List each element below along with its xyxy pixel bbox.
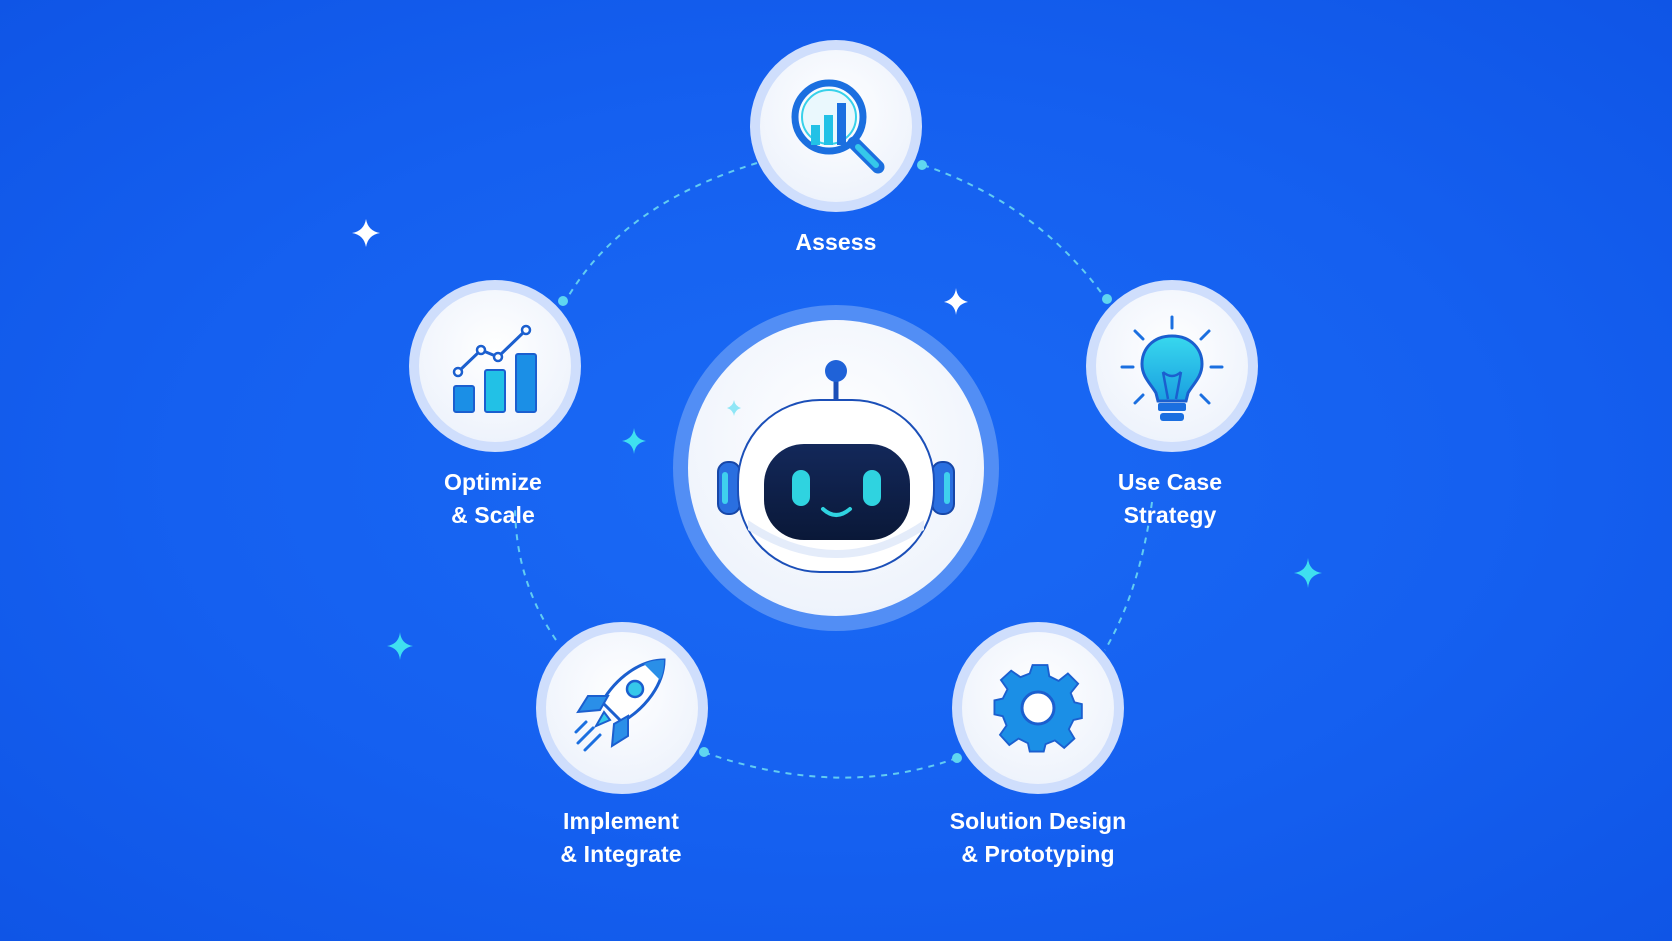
node-solution-design [952, 622, 1124, 794]
label-line: & Scale [451, 502, 535, 528]
label-implement: Implement & Integrate [491, 805, 751, 871]
node-optimize [409, 280, 581, 452]
label-line: Assess [795, 229, 877, 255]
rocket-icon [574, 658, 666, 752]
label-assess: Assess [706, 226, 966, 259]
connector-dots [558, 160, 1112, 763]
sparkle-icon [352, 219, 968, 315]
connector-path [514, 162, 1153, 779]
label-line: Strategy [1123, 502, 1217, 528]
growth-chart-icon [452, 324, 537, 413]
label-line: Optimize [444, 469, 542, 495]
gear-icon [993, 664, 1083, 753]
label-line: Use Case [1117, 469, 1223, 495]
node-implement [536, 622, 708, 794]
sparkle-icon [727, 400, 741, 416]
label-line: & Prototyping [961, 841, 1115, 867]
label-use-case-strategy: Use Case Strategy [1040, 466, 1300, 532]
label-line: & Integrate [560, 841, 682, 867]
label-line: Solution Design [949, 808, 1127, 834]
label-optimize: Optimize & Scale [363, 466, 623, 532]
magnifier-bar-chart-icon [791, 79, 885, 174]
robot-head-icon [717, 360, 955, 573]
node-assess [750, 40, 922, 212]
lightbulb-icon [1120, 315, 1224, 421]
label-solution-design: Solution Design & Prototyping [908, 805, 1168, 871]
node-use-case-strategy [1086, 280, 1258, 452]
sparkle-icon [387, 428, 1322, 660]
label-line: Implement [563, 808, 679, 834]
center-node [673, 305, 999, 631]
